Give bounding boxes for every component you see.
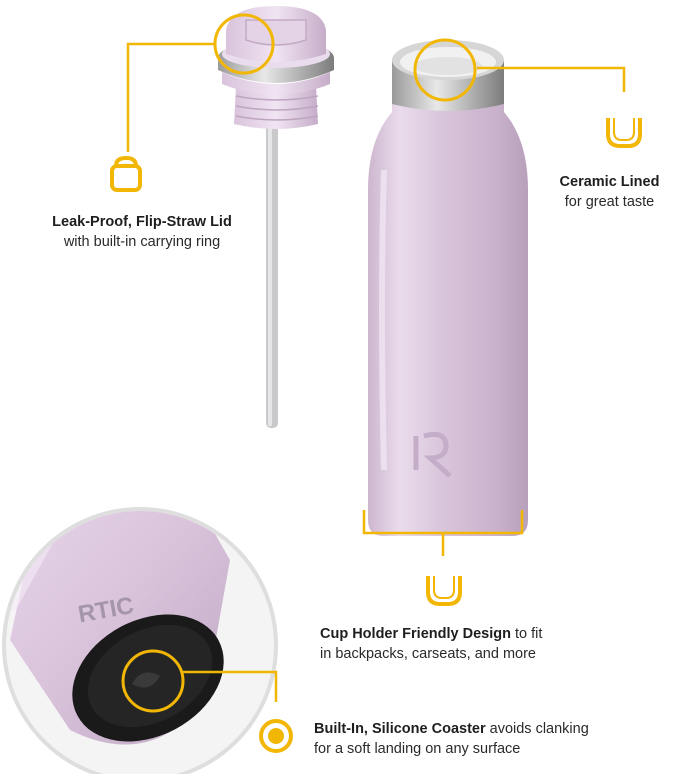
ceramic-callout-line <box>477 66 626 92</box>
coaster-feature-line1: avoids clanking <box>485 721 589 737</box>
coaster-feature-line2: for a soft landing on any surface <box>314 741 521 757</box>
flip-straw-lid <box>213 6 334 428</box>
cupholder-feature-line1: to fit <box>510 626 543 642</box>
cupholder-feature-text: Cup Holder Friendly Design to fit in bac… <box>320 624 650 664</box>
ceramic-feature-subtitle: for great taste <box>564 194 655 210</box>
ceramic-feature-title: Ceramic Lined <box>559 174 660 190</box>
ring-icon <box>110 155 142 192</box>
circle-icon <box>259 719 293 753</box>
bottle-logo-mark <box>413 431 452 478</box>
coaster-closeup: RTIC <box>2 507 278 774</box>
lid-callout-line <box>126 42 216 152</box>
cup-icon <box>426 576 462 606</box>
cupholder-feature-title: Cup Holder Friendly Design <box>320 626 511 642</box>
ceramic-feature-text: Ceramic Lined for great taste <box>540 172 679 212</box>
coaster-highlight-ring <box>121 649 185 713</box>
bottle <box>368 38 528 536</box>
cupholder-feature-line2: in backpacks, carseats, and more <box>320 646 536 662</box>
coaster-feature-text: Built-In, Silicone Coaster avoids clanki… <box>314 719 674 759</box>
opening-highlight-ring <box>413 38 477 102</box>
cupholder-bracket <box>362 510 524 556</box>
cup-icon <box>606 118 642 148</box>
lid-feature-title: Leak-Proof, Flip-Straw Lid <box>52 214 232 230</box>
lid-feature-text: Leak-Proof, Flip-Straw Lid with built-in… <box>32 212 252 252</box>
bottle-body <box>368 70 528 536</box>
coaster-callout-line <box>183 670 278 702</box>
lid-feature-subtitle: with built-in carrying ring <box>63 234 221 250</box>
coaster-feature-title: Built-In, Silicone Coaster <box>314 721 486 737</box>
